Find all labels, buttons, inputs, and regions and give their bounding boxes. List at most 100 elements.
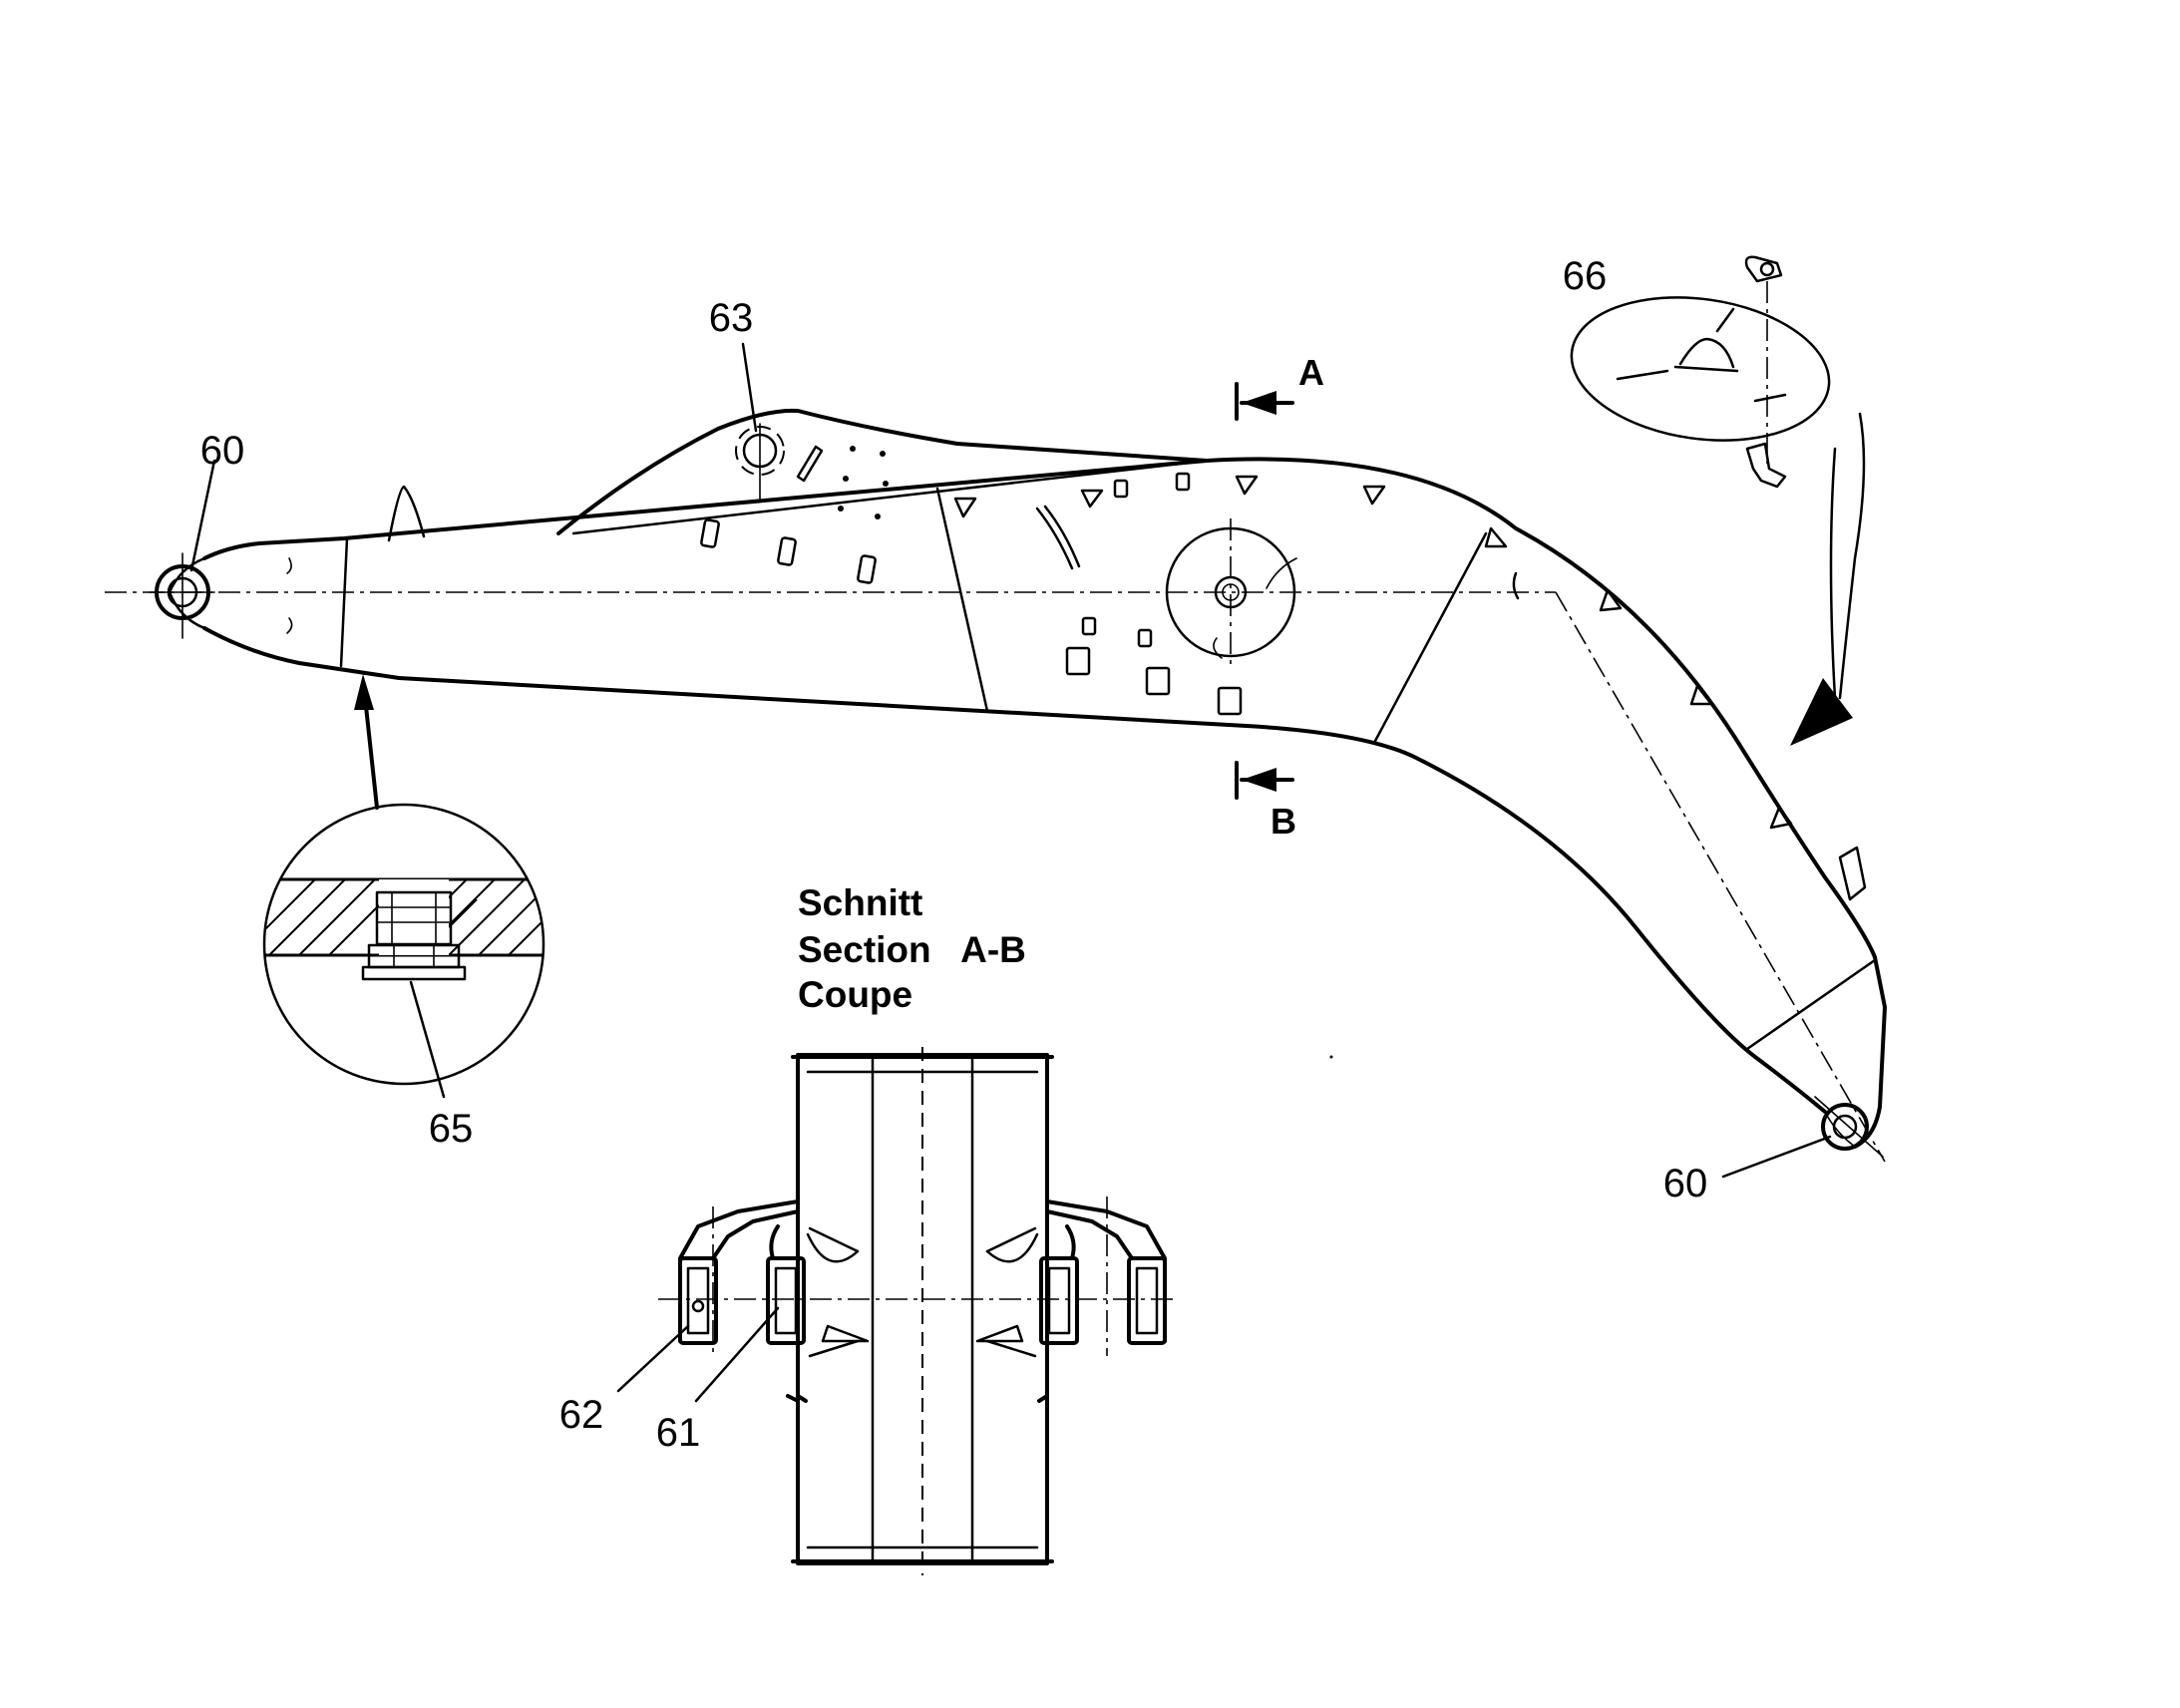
diag-slot-2b <box>1043 505 1081 568</box>
left-hub-inner <box>711 1209 800 1260</box>
right-strut-bottom <box>985 1339 1037 1358</box>
upper-bearing <box>735 423 785 500</box>
small-slot <box>1512 571 1520 600</box>
right-inner-bushing-core <box>1047 1266 1071 1335</box>
hole-3 <box>1081 616 1097 636</box>
diag-slot-2 <box>1035 507 1074 570</box>
detail-66-leader-outer <box>1838 412 1866 700</box>
weld-mark-6 <box>1599 588 1623 612</box>
right-strut-top <box>985 1226 1037 1253</box>
leader-60-left <box>189 459 216 572</box>
callout-62: 62 <box>559 1393 604 1437</box>
boom-upper-hump <box>556 408 1209 535</box>
dot-3 <box>843 476 849 482</box>
division-line-2 <box>935 487 989 713</box>
section-arrow <box>1242 768 1276 792</box>
lube-arc-base <box>1673 365 1739 373</box>
leader-61 <box>694 1306 780 1403</box>
right-outer-bushing <box>1127 1256 1167 1345</box>
division-line-3 <box>1372 531 1488 745</box>
lube-fitting-bottom <box>1745 442 1787 489</box>
speck <box>1329 1055 1333 1059</box>
right-hub-web <box>1065 1224 1076 1260</box>
boom-outline <box>105 408 1887 1163</box>
left-hub-web <box>769 1224 780 1260</box>
lube-slot-top <box>1715 307 1735 333</box>
section-letter-b: B <box>1271 801 1296 842</box>
left-strut-curve <box>806 1232 860 1263</box>
leader-arrow <box>354 674 374 710</box>
hole-1 <box>1113 479 1129 499</box>
hole-4 <box>1137 628 1153 648</box>
weld-mark-1 <box>953 497 977 518</box>
left-inner-bushing <box>766 1256 806 1345</box>
leader-65 <box>409 980 446 1099</box>
boom-fin <box>387 485 426 542</box>
section-mark-b: B <box>1235 761 1296 842</box>
pin-circle <box>1821 1103 1869 1151</box>
center-pivot-disc <box>1165 518 1297 668</box>
right-inner-bushing <box>1039 1256 1079 1345</box>
cross-section-view <box>658 1047 1177 1575</box>
weld-mark-4 <box>1362 485 1386 506</box>
side-cover-plate <box>1838 846 1867 901</box>
dot-6 <box>875 513 881 519</box>
division-line-1 <box>339 536 349 668</box>
pin-inner-circle <box>1832 1114 1858 1140</box>
leader-60-right <box>1721 1135 1832 1179</box>
slot-2 <box>777 536 797 566</box>
right-wedge <box>975 1324 1024 1343</box>
boom-bottom-edge <box>202 626 1827 1114</box>
weld-mark-8 <box>1769 806 1793 830</box>
plate-3 <box>1217 686 1243 716</box>
lube-nipple-hole <box>1759 261 1775 277</box>
division-line-4 <box>1745 958 1877 1051</box>
boom-surface-features <box>700 445 1520 716</box>
slot-1 <box>700 518 720 548</box>
weld-mark-2 <box>1080 489 1104 509</box>
pin-center-diag <box>1814 1096 1884 1158</box>
boom-top-edge <box>202 457 1877 959</box>
left-inner-bushing-core <box>774 1266 798 1335</box>
callout-60-right: 60 <box>1663 1162 1708 1205</box>
weld-mark-7 <box>1689 684 1713 706</box>
plate-1 <box>1065 646 1091 676</box>
callout-63: 63 <box>709 296 754 340</box>
nose-weld-mark-1 <box>286 557 292 574</box>
lube-slot-left <box>1616 369 1669 381</box>
dot-1 <box>850 446 856 452</box>
left-outer-bushing <box>678 1256 718 1345</box>
detail-magnifier-circle <box>262 803 545 1086</box>
diag-slot-1 <box>796 445 824 483</box>
lube-nipple-top <box>1744 255 1783 283</box>
leader-62 <box>616 1324 690 1393</box>
callout-66: 66 <box>1563 254 1608 298</box>
left-outer-bushing-core <box>686 1266 710 1335</box>
leader-arrow <box>1790 678 1853 746</box>
detail-65: 65 <box>262 674 545 1151</box>
right-strut-curve <box>985 1232 1039 1263</box>
right-hub-outline <box>1045 1199 1167 1343</box>
pivot-mark-2 <box>1213 637 1223 659</box>
weld-mark-3 <box>1235 475 1259 496</box>
section-title-line-1: Schnitt <box>798 882 922 923</box>
weld-mark-5 <box>1484 526 1508 548</box>
nose-weld-mark-2 <box>286 617 293 634</box>
left-pin <box>149 552 215 639</box>
hole-2 <box>1175 472 1191 492</box>
weld-triangle-markers <box>953 475 1793 830</box>
callout-61: 61 <box>656 1411 701 1455</box>
section-arrow <box>1242 391 1276 415</box>
pivot-mark-1 <box>1266 557 1297 589</box>
left-outer-bushing-hole <box>691 1299 705 1313</box>
slot-3 <box>857 554 877 584</box>
hump-base-line <box>571 459 1209 535</box>
section-title-block: Schnitt Section A-B Coupe <box>798 882 1026 1015</box>
lube-fitting-detail <box>1570 296 1831 442</box>
dot-4 <box>883 481 889 487</box>
detail-66: 66 <box>1563 254 1866 746</box>
dot-5 <box>838 506 844 512</box>
right-hub-inner <box>1045 1209 1134 1260</box>
right-pin <box>1814 1096 1884 1158</box>
